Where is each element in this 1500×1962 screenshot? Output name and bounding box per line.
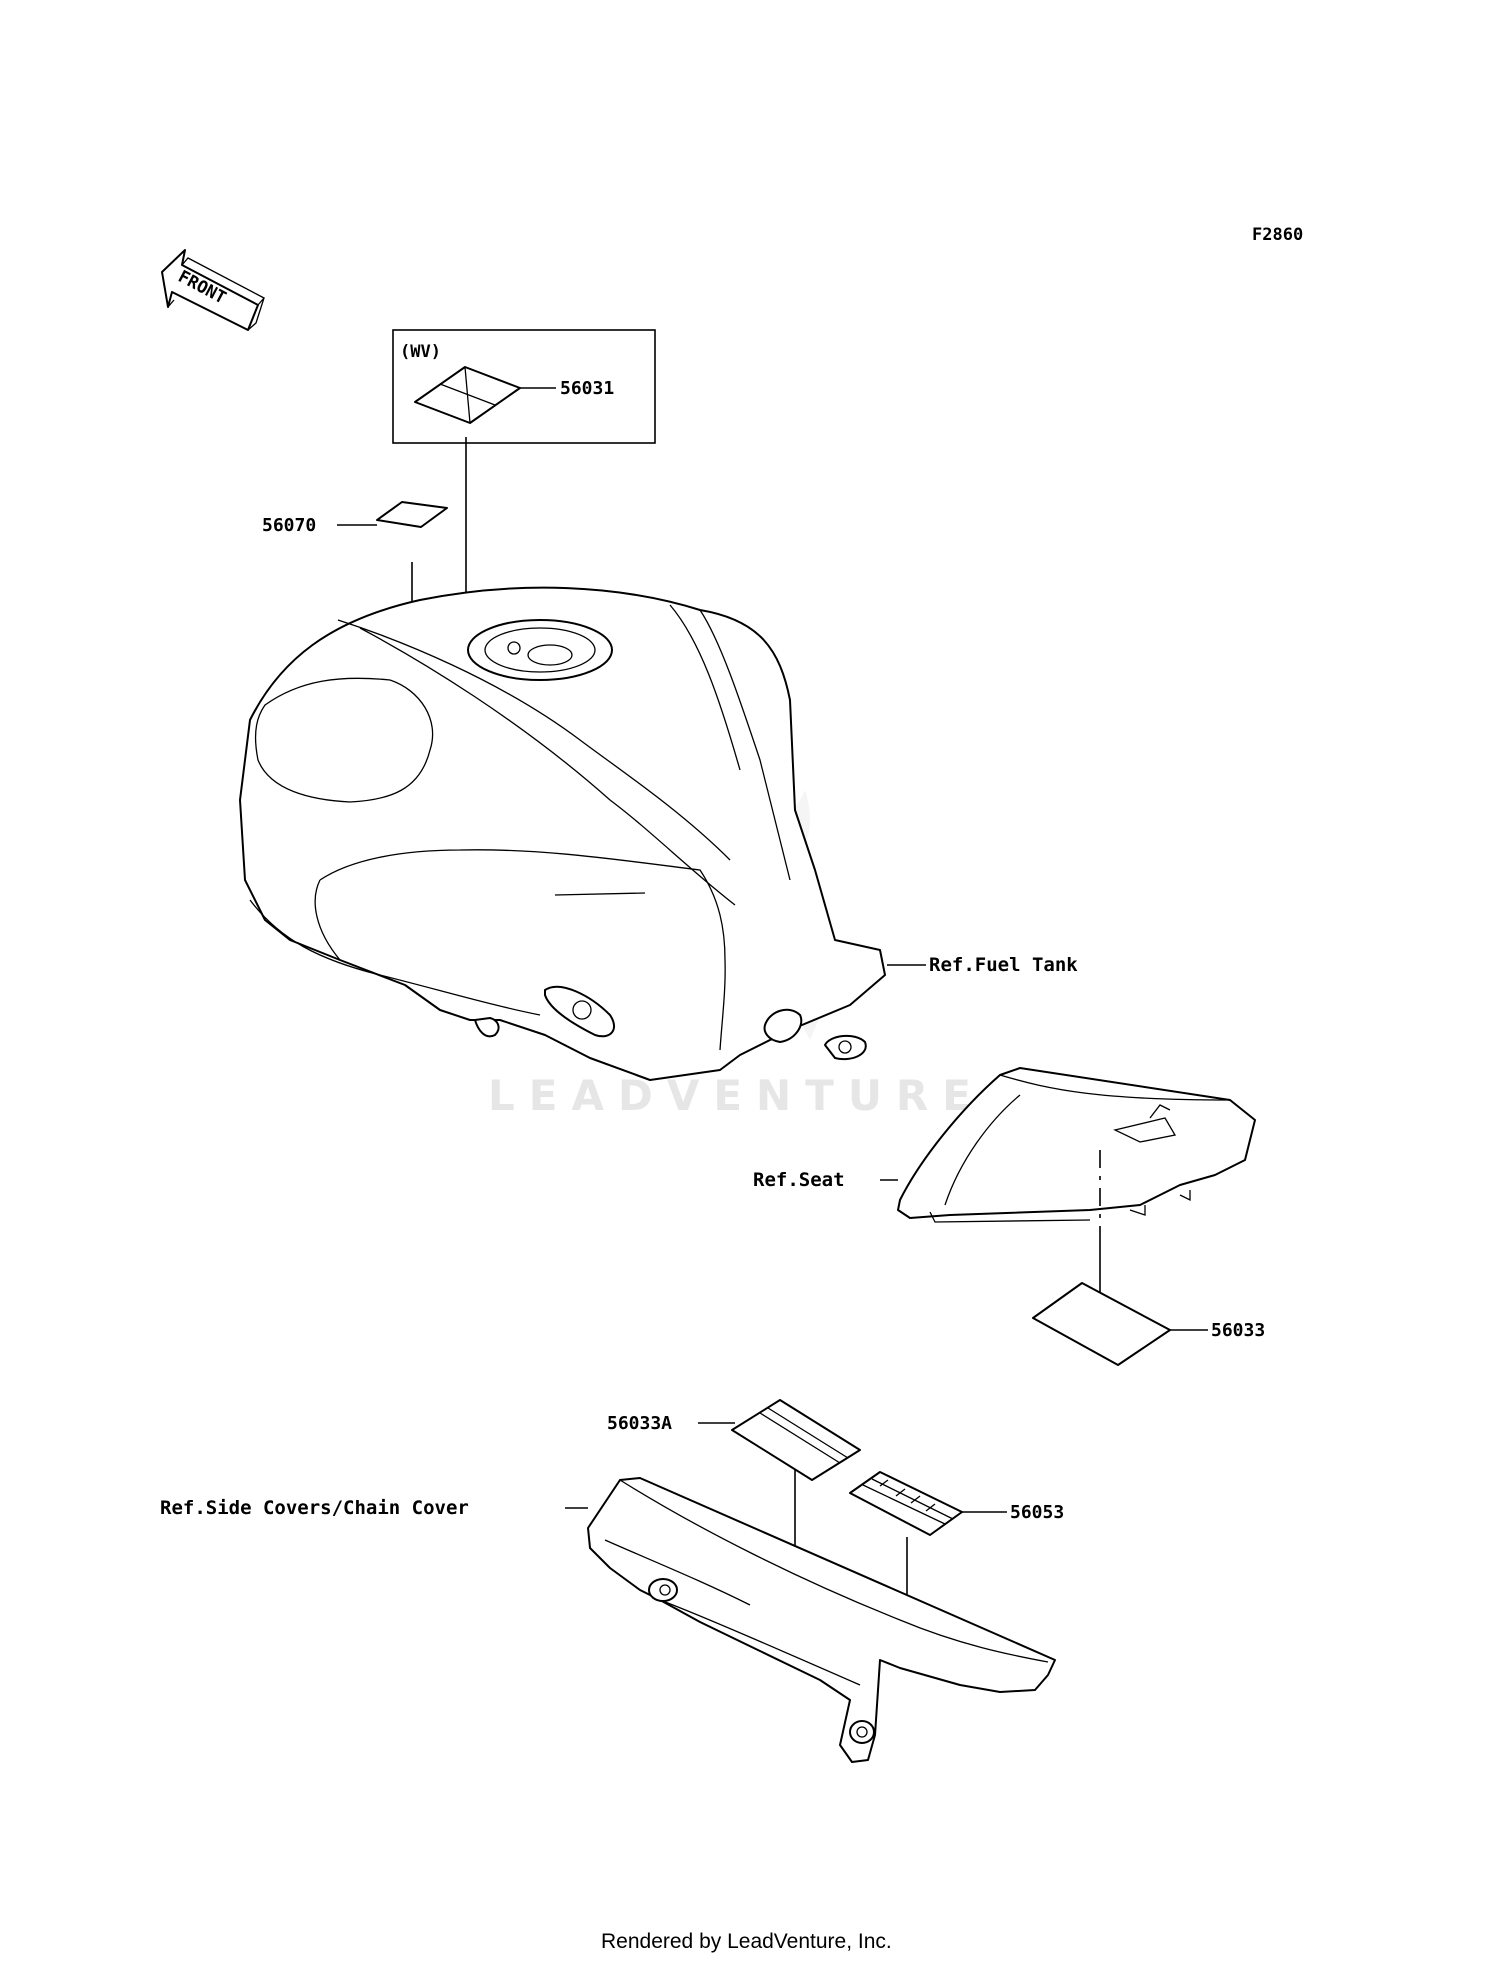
watermark-text: LEADVENTURE [488,1071,985,1120]
fuel-tank-drawing [239,586,886,1081]
callout-56033A: 56033A [607,1413,672,1434]
label-56033-sticker [1032,1282,1171,1366]
label-56031-sticker [414,366,521,424]
label-56033A-sticker [731,1399,861,1481]
label-56070-sticker [376,501,448,528]
figure-code: F2860 [1252,225,1303,245]
footer-credit: Rendered by LeadVenture, Inc. [601,1930,892,1953]
variant-box-label: (WV) [400,342,441,362]
callout-56070: 56070 [262,515,316,536]
callout-56053: 56053 [1010,1502,1064,1523]
callout-56033: 56033 [1211,1320,1265,1341]
callout-56031: 56031 [560,378,614,399]
ref-seat: Ref.Seat [753,1169,845,1191]
ref-fuel-tank: Ref.Fuel Tank [929,954,1078,976]
front-arrow-icon: FRONT [161,249,266,331]
seat-drawing [897,1067,1256,1223]
ref-side-covers: Ref.Side Covers/Chain Cover [160,1497,469,1519]
variant-box [392,329,656,444]
label-56053-sticker [849,1471,963,1536]
chain-cover-drawing [587,1477,1056,1763]
